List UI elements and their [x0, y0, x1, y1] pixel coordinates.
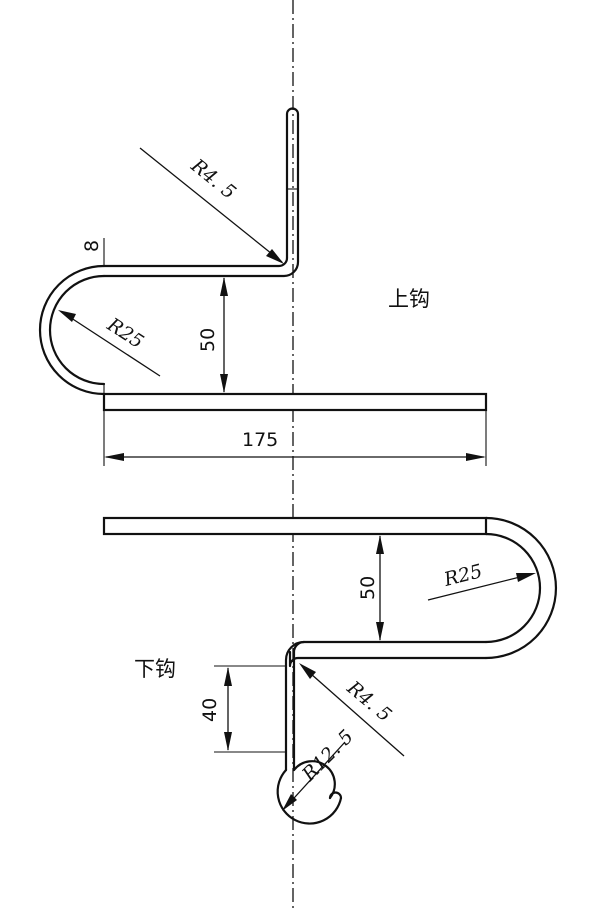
lower-bar	[102, 516, 488, 536]
upper-stem	[102, 107, 300, 278]
upper-loop-height-dim: 50	[197, 277, 228, 393]
lower-bend-radius-label: R4. 5	[342, 676, 396, 726]
bar-length-dim: 175	[103, 410, 487, 466]
upper-hook	[38, 107, 488, 412]
upper-hook-label: 上钩	[388, 287, 430, 311]
upper-loop-radius-dim: R25	[58, 310, 161, 377]
lower-loop-inner	[484, 532, 542, 644]
lower-small-hook-inner	[292, 760, 336, 800]
lower-loop-height-label: 50	[357, 576, 379, 600]
upper-loop-radius-label: R25	[102, 313, 147, 353]
upper-bend-radius-dim: R4. 5	[139, 147, 284, 264]
upper-wire-diameter-dim: 8	[81, 238, 105, 266]
upper-loop-inner	[48, 274, 106, 386]
lower-hook-label: 下钩	[134, 657, 176, 681]
lower-stem-height-label: 40	[199, 698, 221, 722]
upper-loop-outer	[38, 264, 106, 396]
lower-hook-radius-label: R12. 5	[297, 726, 358, 787]
lower-loop-radius-dim: R25	[427, 560, 536, 601]
lower-loop-outer	[484, 516, 558, 660]
lower-small-hook-tip	[328, 791, 343, 800]
upper-bend-radius-label: R4. 5	[186, 154, 240, 204]
lower-stem-height-dim: 40	[199, 665, 286, 753]
lower-small-hook-outer	[276, 768, 343, 825]
bar-length-label: 175	[242, 429, 278, 451]
lower-stem-left	[284, 640, 306, 772]
upper-loop-height-label: 50	[197, 328, 219, 352]
upper-stem-inner	[102, 256, 289, 268]
lower-loop-radius-label: R25	[441, 560, 485, 591]
lower-loop-height-dim: 50	[357, 535, 384, 641]
upper-wire-diameter-label: 8	[81, 240, 103, 252]
lower-stem-inner	[288, 650, 488, 668]
lower-hook	[102, 516, 558, 825]
upper-bar	[102, 392, 488, 412]
